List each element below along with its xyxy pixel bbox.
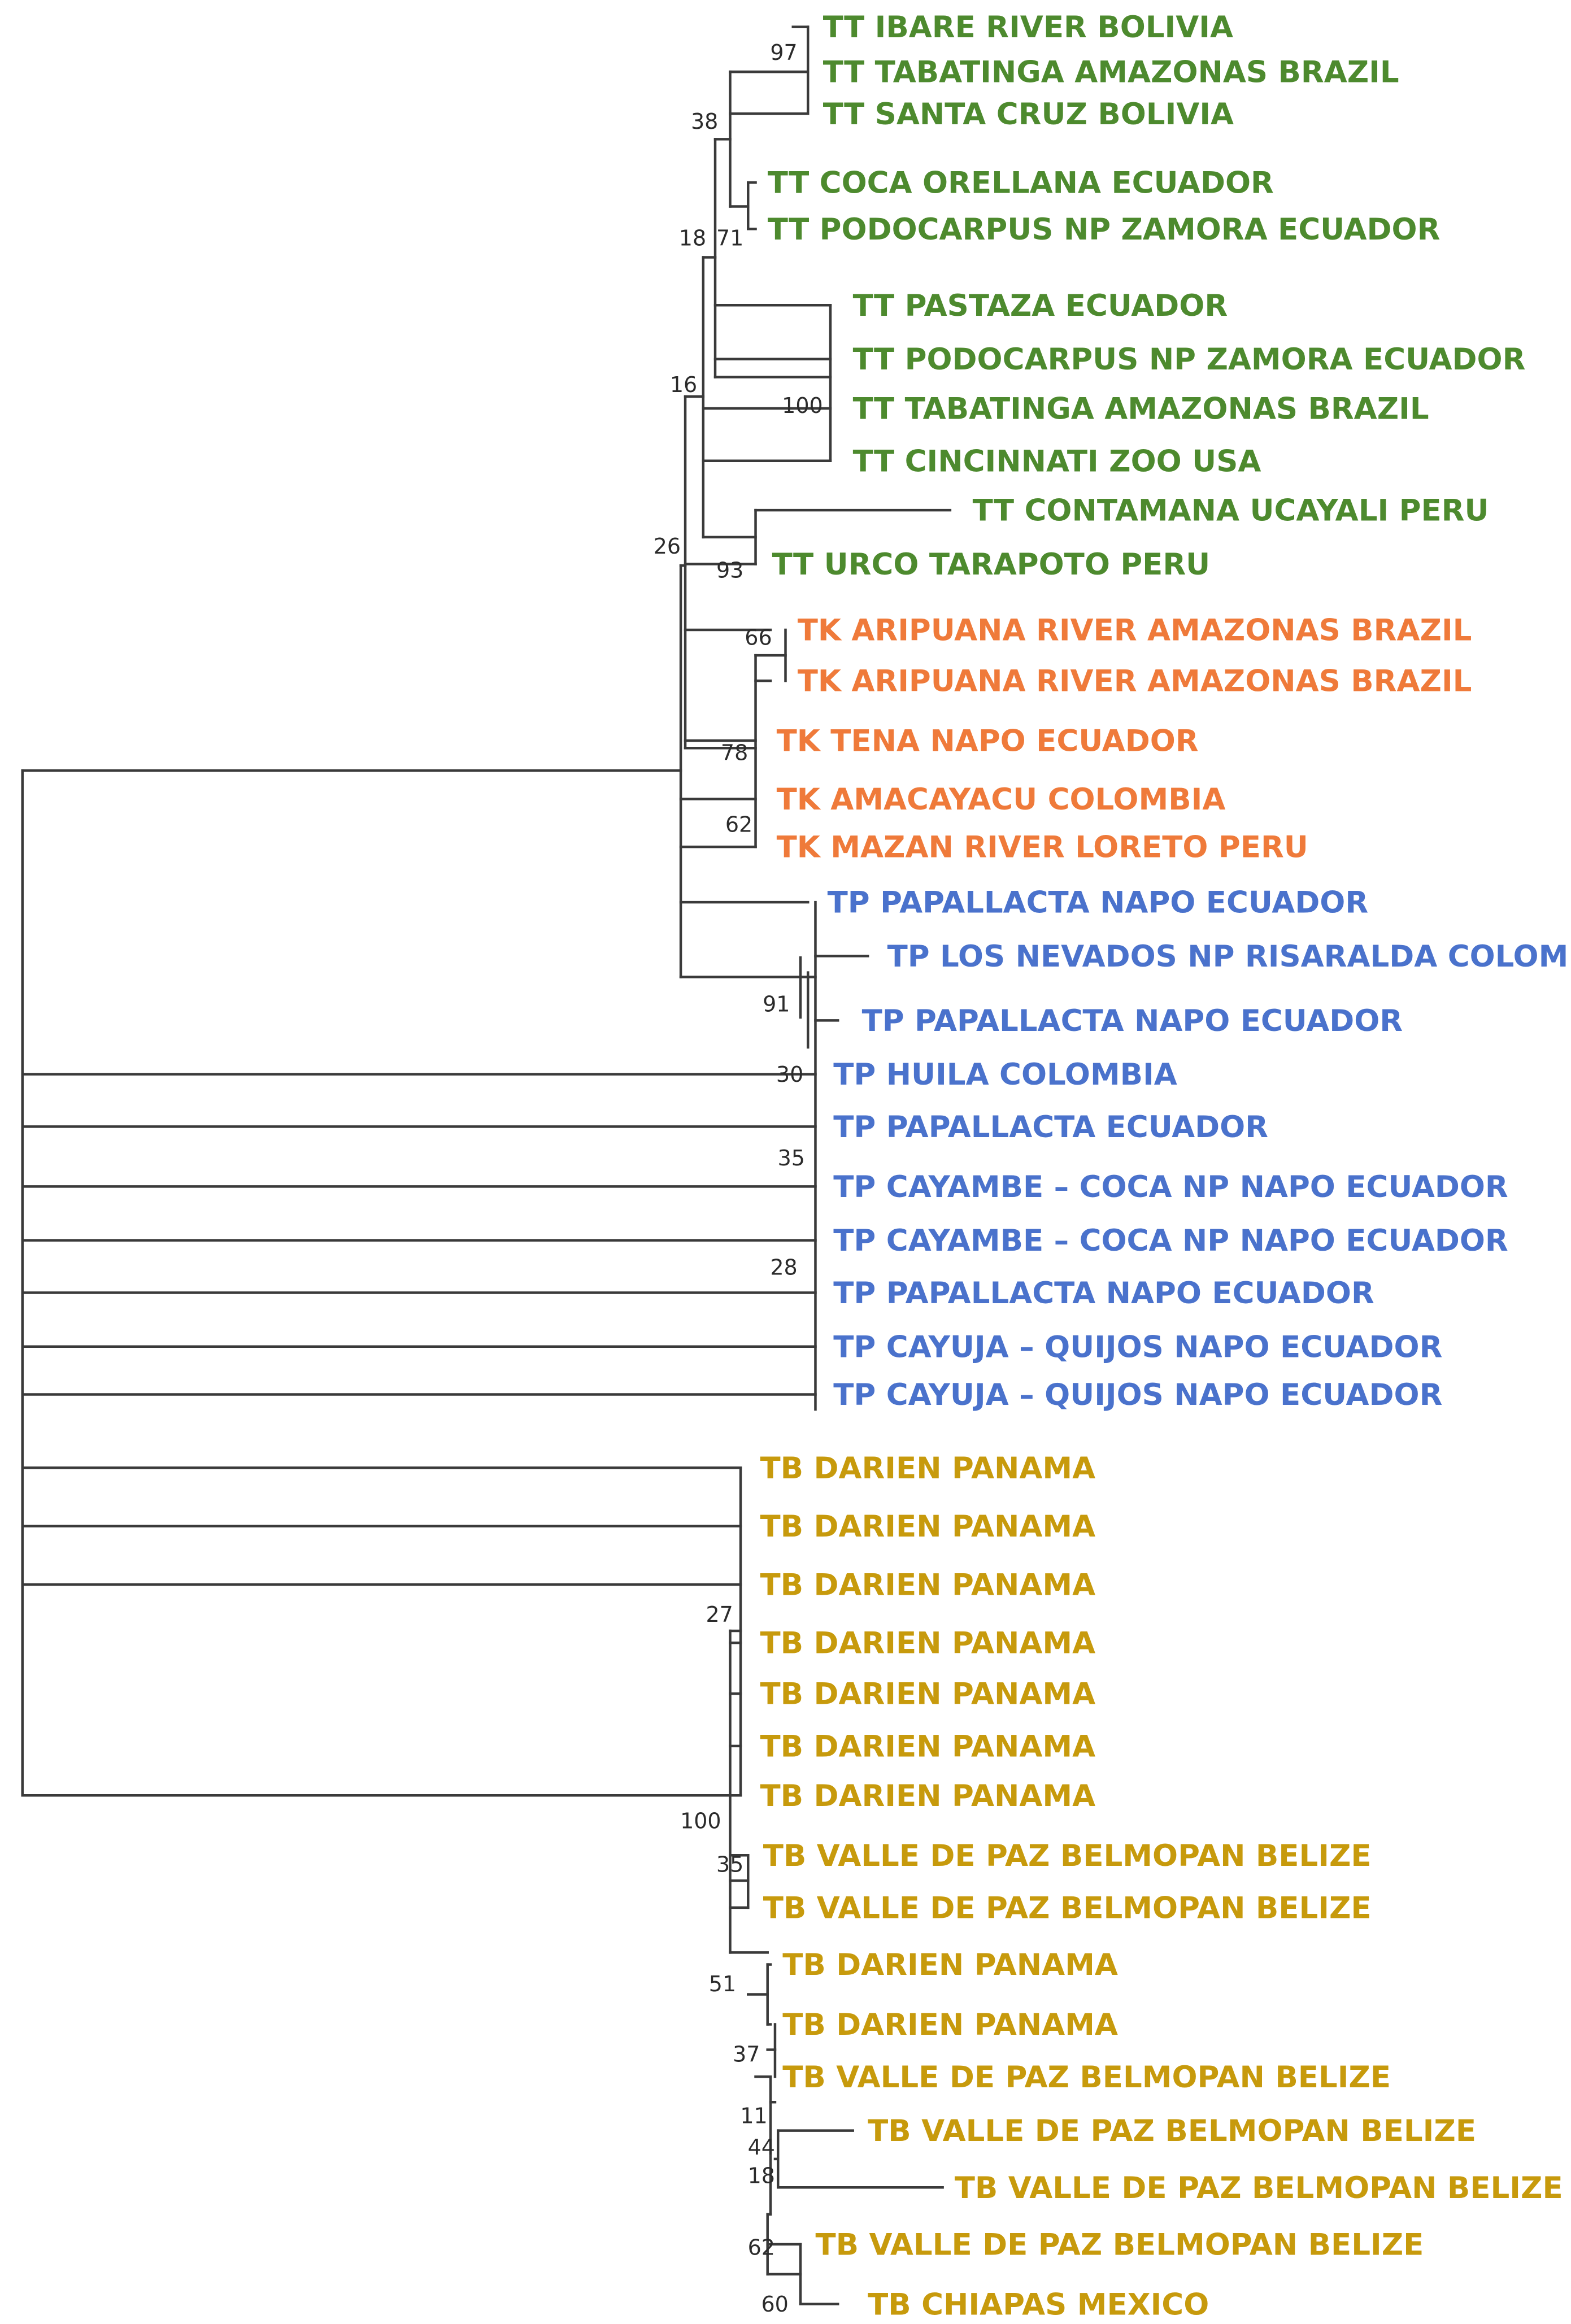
- bootstrap-value: 35: [778, 1146, 805, 1170]
- bootstrap-value: 27: [706, 1602, 733, 1627]
- bootstrap-value: 18: [748, 2163, 775, 2188]
- taxon-label: TT CONTAMANA UCAYALI PERU: [973, 494, 1489, 528]
- bootstrap-value: 62: [748, 2235, 775, 2260]
- taxon-label: TT SANTA CRUZ BOLIVIA: [823, 97, 1234, 132]
- taxon-label: TB DARIEN PANAMA: [760, 1729, 1095, 1764]
- bootstrap-value: 78: [721, 740, 748, 765]
- taxon-label: TT COCA ORELLANA ECUADOR: [768, 166, 1274, 201]
- bootstrap-value: 11: [740, 2103, 767, 2128]
- taxon-label: TK TENA NAPO ECUADOR: [777, 724, 1199, 759]
- taxon-label: TT TABATINGA AMAZONAS BRAZIL: [823, 55, 1399, 90]
- taxon-label: TB VALLE DE PAZ BELMOPAN BELIZE: [868, 2114, 1476, 2148]
- taxon-label: TP PAPALLACTA NAPO ECUADOR: [828, 886, 1369, 920]
- taxon-label: TK AMACAYACU COLOMBIA: [777, 782, 1226, 817]
- taxon-label: TK MAZAN RIVER LORETO PERU: [777, 830, 1308, 865]
- taxon-label: TB VALLE DE PAZ BELMOPAN BELIZE: [763, 1891, 1372, 1925]
- taxon-label: TB DARIEN PANAMA: [760, 1677, 1095, 1712]
- taxon-label: TK ARIPUANA RIVER AMAZONAS BRAZIL: [798, 664, 1472, 699]
- taxon-label: TP CAYAMBE – COCA NP NAPO ECUADOR: [833, 1170, 1508, 1204]
- taxon-label: TT CINCINNATI ZOO USA: [853, 444, 1261, 478]
- bootstrap-value: 71: [716, 225, 743, 250]
- taxon-label: TT PODOCARPUS NP ZAMORA ECUADOR: [853, 342, 1526, 377]
- taxon-label: TB DARIEN PANAMA: [782, 1948, 1118, 1982]
- taxon-label: TB VALLE DE PAZ BELMOPAN BELIZE: [955, 2171, 1563, 2205]
- taxon-label: TB DARIEN PANAMA: [760, 1451, 1095, 1486]
- taxon-label: TT PODOCARPUS NP ZAMORA ECUADOR: [768, 212, 1441, 247]
- bootstrap-value: 26: [654, 534, 681, 559]
- taxon-label: TP LOS NEVADOS NP RISARALDA COLOMBIA: [887, 939, 1571, 974]
- taxon-label: TB DARIEN PANAMA: [760, 1509, 1095, 1544]
- taxon-label: TB DARIEN PANAMA: [782, 2008, 1118, 2042]
- taxon-label: TT TABATINGA AMAZONAS BRAZIL: [853, 392, 1429, 426]
- taxon-label: TT PASTAZA ECUADOR: [853, 289, 1228, 323]
- bootstrap-value: 66: [745, 625, 772, 650]
- taxon-label: TB DARIEN PANAMA: [760, 1626, 1095, 1661]
- taxon-label: TP PAPALLACTA NAPO ECUADOR: [833, 1276, 1374, 1311]
- bootstrap-support-values: 97 38 71 18 100 16 93 26 66 78 62 91 30 35 28 27 100 35 51…: [654, 40, 823, 2317]
- taxon-label: TP HUILA COLOMBIA: [833, 1057, 1177, 1092]
- taxon-label: TB DARIEN PANAMA: [760, 1779, 1095, 1813]
- taxon-label: TB CHIAPAS MEXICO: [868, 2287, 1209, 2322]
- bootstrap-value: 38: [691, 109, 718, 134]
- taxon-labels: TT IBARE RIVER BOLIVIA TT TABATINGA AMAZO…: [760, 10, 1571, 2322]
- taxon-label: TP CAYUJA – QUIJOS NAPO ECUADOR: [833, 1378, 1442, 1412]
- taxon-label: TP PAPALLACTA NAPO ECUADOR: [862, 1004, 1403, 1038]
- taxon-label: TB DARIEN PANAMA: [760, 1568, 1095, 1602]
- bootstrap-value: 18: [679, 225, 706, 250]
- taxon-label: TT URCO TARAPOTO PERU: [772, 547, 1211, 582]
- taxon-label: TB VALLE DE PAZ BELMOPAN BELIZE: [815, 2227, 1424, 2262]
- taxon-label: TB VALLE DE PAZ BELMOPAN BELIZE: [763, 1839, 1372, 1873]
- bootstrap-value: 100: [782, 393, 823, 418]
- taxon-label: TP PAPALLACTA ECUADOR: [833, 1110, 1268, 1144]
- bootstrap-value: 16: [670, 372, 697, 397]
- bootstrap-value: 28: [770, 1255, 797, 1280]
- bootstrap-value: 60: [761, 2292, 788, 2317]
- tree-branches: [21, 25, 952, 2306]
- bootstrap-value: 62: [725, 812, 752, 837]
- taxon-label: TP CAYAMBE – COCA NP NAPO ECUADOR: [833, 1224, 1508, 1258]
- taxon-label: TP CAYUJA – QUIJOS NAPO ECUADOR: [833, 1330, 1442, 1364]
- taxon-label: TB VALLE DE PAZ BELMOPAN BELIZE: [782, 2060, 1391, 2095]
- bootstrap-value: 30: [776, 1062, 803, 1087]
- bootstrap-value: 91: [763, 991, 790, 1016]
- bootstrap-value: 35: [716, 1852, 743, 1877]
- taxon-label: TT IBARE RIVER BOLIVIA: [823, 10, 1233, 45]
- bootstrap-value: 44: [748, 2135, 775, 2160]
- bootstrap-value: 51: [709, 1972, 736, 1996]
- bootstrap-value: 100: [680, 1809, 721, 1834]
- bootstrap-value: 97: [770, 40, 797, 65]
- bootstrap-value: 37: [733, 2042, 760, 2067]
- taxon-label: TK ARIPUANA RIVER AMAZONAS BRAZIL: [798, 613, 1472, 648]
- bootstrap-value: 93: [716, 558, 743, 582]
